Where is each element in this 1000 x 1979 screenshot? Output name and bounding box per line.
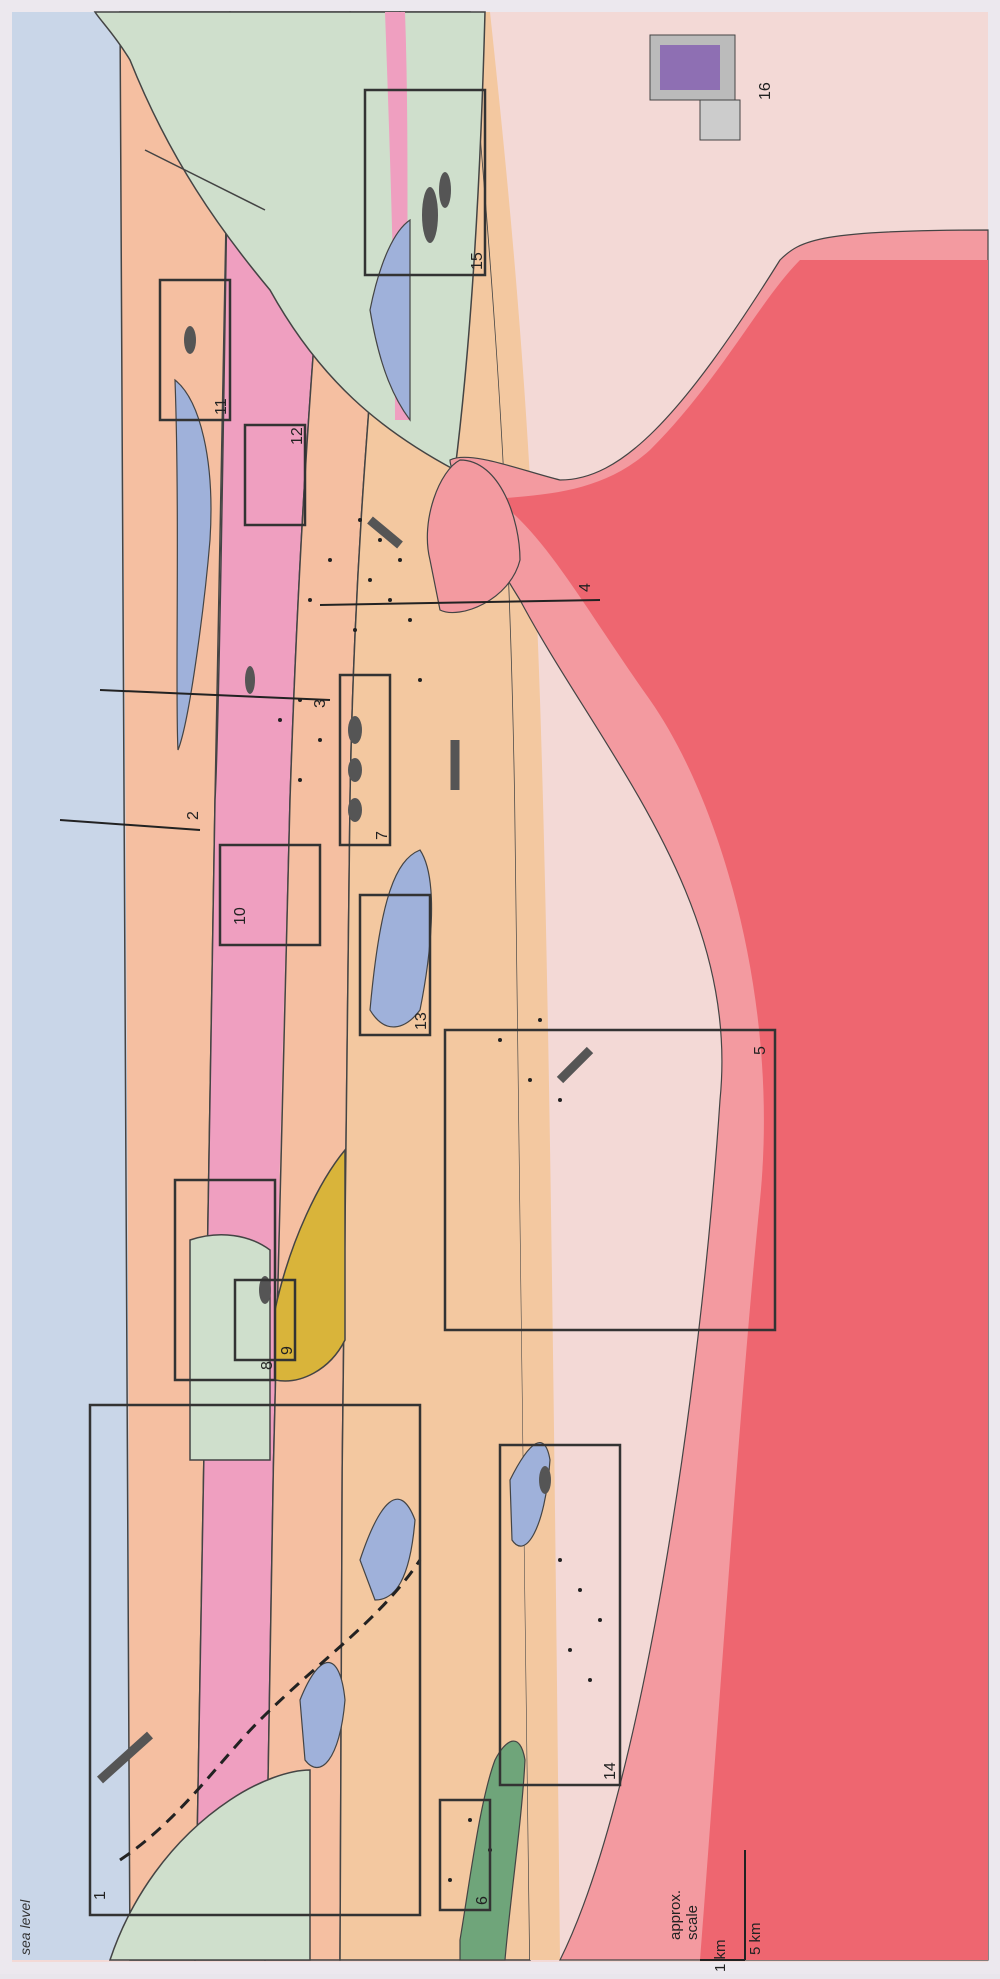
box-label-12: 12 xyxy=(289,427,306,445)
box-label-10: 10 xyxy=(232,907,249,925)
scale-vertical-label: 1 km xyxy=(712,1939,729,1972)
box-label-14: 14 xyxy=(602,1762,619,1780)
box-label-11: 11 xyxy=(213,398,230,415)
box-label-9: 9 xyxy=(279,1346,296,1355)
box-label-6: 6 xyxy=(474,1896,491,1905)
box-label-16: 16 xyxy=(757,82,774,100)
scale-approx-label: approx. xyxy=(667,1890,684,1940)
sea-level-label: sea level xyxy=(17,1899,33,1955)
box-label-3: 3 xyxy=(312,699,329,708)
sky-band xyxy=(12,12,133,1960)
box-label-13: 13 xyxy=(413,1012,430,1030)
box-label-7: 7 xyxy=(374,831,391,840)
box-label-15: 15 xyxy=(469,252,486,270)
scale-scale-label: scale xyxy=(684,1905,701,1940)
greygreen-block-8 xyxy=(190,1235,270,1460)
box-label-4: 4 xyxy=(577,583,594,592)
scale-km-label: 5 km xyxy=(747,1922,764,1955)
box-label-2: 2 xyxy=(185,811,202,820)
box-label-8: 8 xyxy=(259,1361,276,1370)
box-label-1: 1 xyxy=(92,1891,109,1900)
box-label-5: 5 xyxy=(752,1046,769,1055)
